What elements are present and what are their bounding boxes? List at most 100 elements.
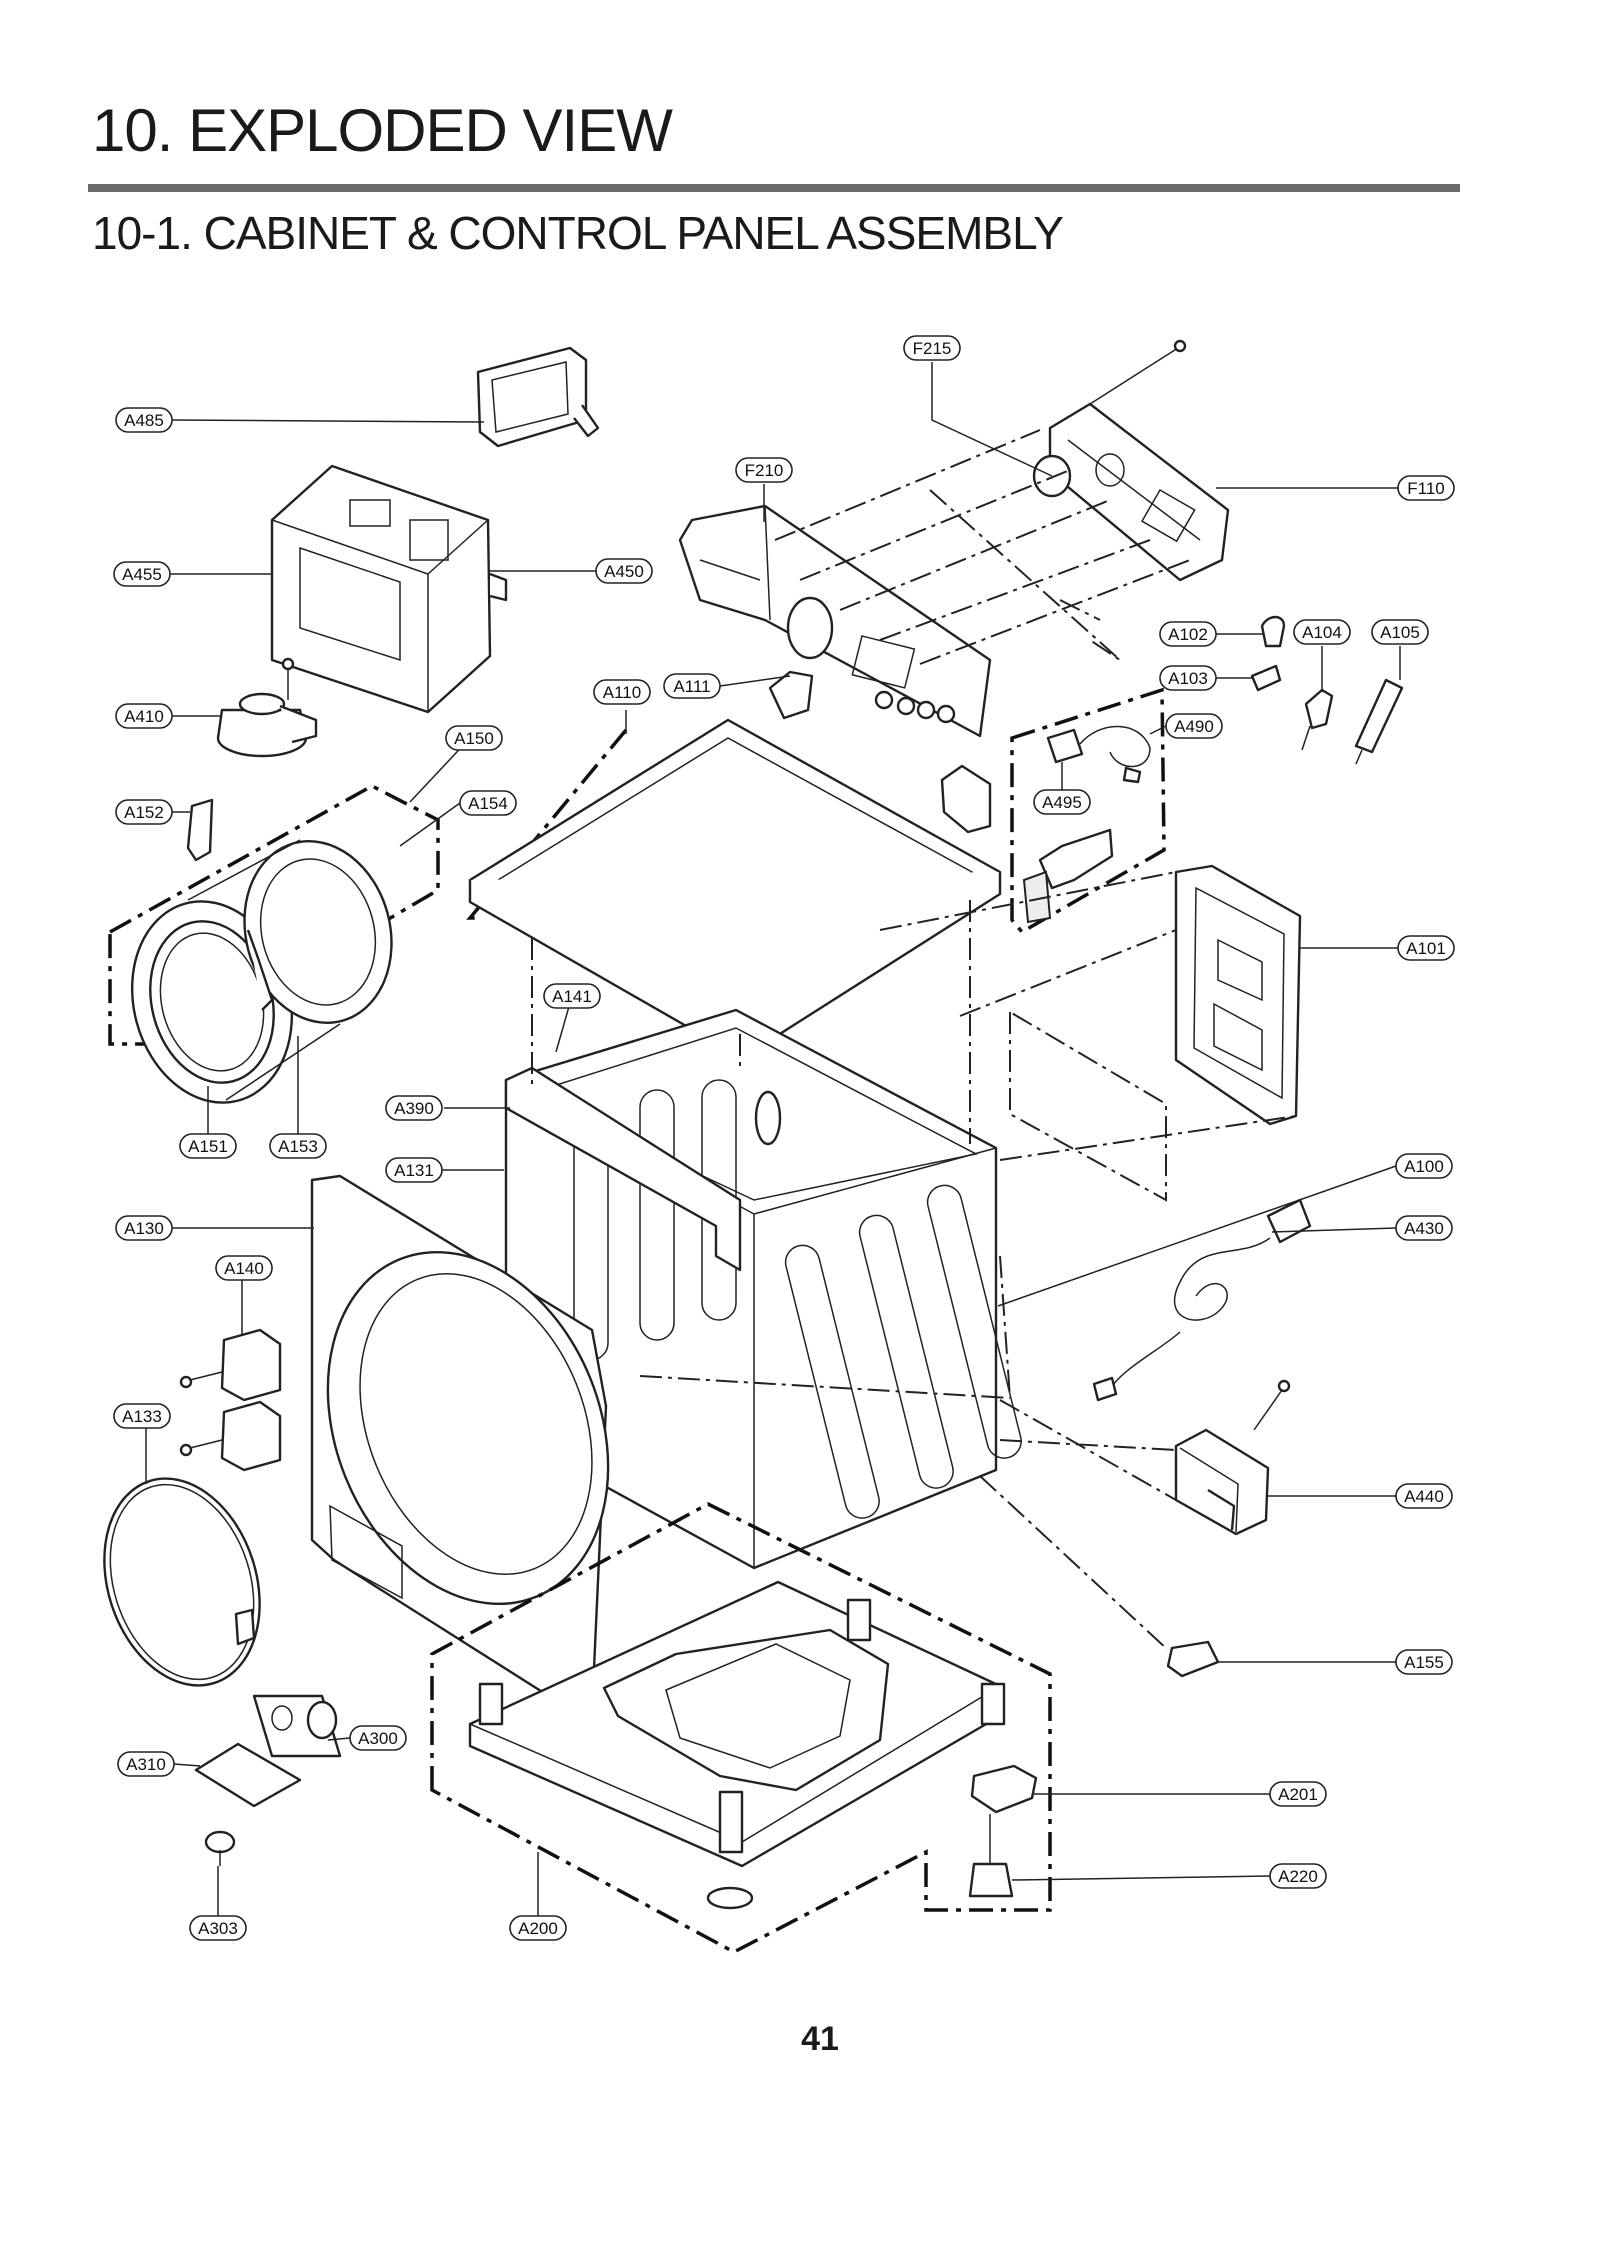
title-rule [88, 184, 1460, 192]
callout-a220: A220 [1269, 1863, 1327, 1889]
callout-a155: A155 [1395, 1649, 1453, 1675]
svg-text:A430: A430 [1404, 1219, 1444, 1238]
callout-f210: F210 [735, 457, 793, 483]
leader-a300 [327, 1737, 351, 1741]
svg-text:F110: F110 [1407, 479, 1445, 498]
svg-text:A310: A310 [126, 1755, 166, 1774]
part-a430-power-cord [1092, 1198, 1312, 1402]
callout-a133: A133 [113, 1403, 171, 1429]
callout-f110: F110 [1397, 475, 1455, 501]
callout-a111: A111 [663, 673, 721, 699]
callout-a131: A131 [385, 1157, 443, 1183]
part-a410-pressure-switch [216, 657, 318, 758]
part-a440-noise-filter [1174, 1379, 1291, 1536]
svg-text:A140: A140 [224, 1259, 264, 1278]
part-a152-hinge [186, 798, 214, 862]
callout-a152: A152 [115, 799, 173, 825]
leader-f215 [931, 362, 1053, 477]
callout-a450: A450 [595, 558, 653, 584]
svg-text:A200: A200 [518, 1919, 558, 1938]
svg-text:A155: A155 [1404, 1653, 1444, 1672]
callout-a140: A140 [215, 1255, 273, 1281]
part-a450-pcb [270, 464, 508, 714]
part-a110-top-cover [468, 718, 1002, 1060]
svg-text:A154: A154 [468, 794, 508, 813]
callout-a105: A105 [1371, 619, 1429, 645]
svg-text:A100: A100 [1404, 1157, 1444, 1176]
svg-text:A300: A300 [358, 1729, 398, 1748]
callout-a104: A104 [1293, 619, 1351, 645]
callout-a103: A103 [1159, 665, 1217, 691]
part-a130-front-panel [310, 1174, 610, 1714]
part-a490-lock [1022, 725, 1151, 924]
svg-text:A303: A303 [198, 1919, 238, 1938]
callout-a485: A485 [115, 407, 173, 433]
part-a300-service-cover [194, 1694, 342, 1866]
callout-a154: A154 [459, 790, 517, 816]
callout-a200: A200 [509, 1915, 567, 1941]
svg-text:A104: A104 [1302, 623, 1342, 642]
part-f210-control-panel [678, 504, 992, 738]
svg-text:A201: A201 [1278, 1785, 1318, 1804]
leader-a111 [719, 675, 791, 687]
callout-a303: A303 [189, 1915, 247, 1941]
leader-a485 [171, 419, 485, 423]
callout-a410: A410 [115, 703, 173, 729]
svg-text:A130: A130 [124, 1219, 164, 1238]
svg-text:A153: A153 [278, 1137, 318, 1156]
callout-a130: A130 [115, 1215, 173, 1241]
leader-a310 [173, 1763, 201, 1767]
callout-a300: A300 [349, 1725, 407, 1751]
callout-a455: A455 [113, 561, 171, 587]
svg-text:A151: A151 [188, 1137, 228, 1156]
callout-a490: A490 [1165, 713, 1223, 739]
svg-text:A485: A485 [124, 411, 164, 430]
svg-text:A440: A440 [1404, 1487, 1444, 1506]
leader-a430 [1271, 1227, 1397, 1233]
svg-text:A390: A390 [394, 1099, 434, 1118]
callout-a201: A201 [1269, 1781, 1327, 1807]
svg-text:A101: A101 [1406, 939, 1446, 958]
part-a140-hinges [179, 1328, 282, 1472]
svg-text:A495: A495 [1042, 793, 1082, 812]
svg-text:A220: A220 [1278, 1867, 1318, 1886]
svg-text:A450: A450 [604, 562, 644, 581]
part-a390-bracket [504, 1066, 742, 1272]
callout-a430: A430 [1395, 1215, 1453, 1241]
callout-a390: A390 [385, 1095, 443, 1121]
leader-a100 [997, 1165, 1397, 1307]
callout-a153: A153 [269, 1133, 327, 1159]
svg-text:A410: A410 [124, 707, 164, 726]
svg-text:A103: A103 [1168, 669, 1208, 688]
callout-a151: A151 [179, 1133, 237, 1159]
callout-a101: A101 [1397, 935, 1455, 961]
part-a151-door [130, 839, 393, 1104]
svg-text:F210: F210 [745, 461, 784, 480]
svg-text:F215: F215 [913, 339, 952, 358]
svg-text:A110: A110 [603, 683, 641, 702]
part-a201-a220-feet [968, 1764, 1038, 1898]
leader-a220 [1011, 1875, 1271, 1881]
svg-text:A150: A150 [454, 729, 494, 748]
callout-f215: F215 [903, 335, 961, 361]
svg-text:A141: A141 [552, 987, 592, 1006]
svg-text:A111: A111 [673, 677, 710, 696]
callout-a100: A100 [1395, 1153, 1453, 1179]
svg-text:A152: A152 [124, 803, 164, 822]
section-title: 10-1. CABINET & CONTROL PANEL ASSEMBLY [92, 207, 1064, 259]
part-a101-back-panel [1174, 864, 1302, 1126]
callout-a110: A110 [593, 679, 651, 705]
svg-text:A455: A455 [122, 565, 162, 584]
page-number: 41 [801, 2020, 839, 2058]
part-a155-cap [1166, 1640, 1220, 1678]
svg-text:A131: A131 [394, 1161, 434, 1180]
part-a200-base [468, 1580, 1006, 1910]
page-title: 10. EXPLODED VIEW [92, 97, 673, 164]
part-a133-clamp-ring [103, 1477, 261, 1687]
svg-text:A133: A133 [122, 1407, 162, 1426]
callout-a150: A150 [445, 725, 503, 751]
callout-a102: A102 [1159, 621, 1217, 647]
callout-a310: A310 [117, 1751, 175, 1777]
leader-a490 [1149, 725, 1167, 735]
leader-a154 [399, 802, 461, 847]
